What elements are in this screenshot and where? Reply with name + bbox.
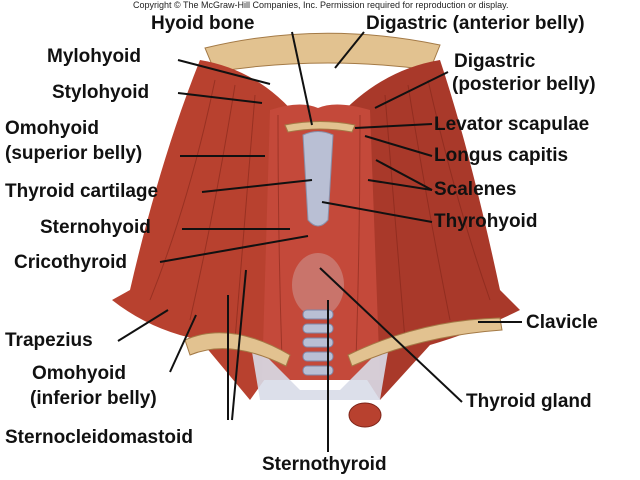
label-omohyoid-inferior-line1: Omohyoid — [32, 363, 126, 384]
striation-4 — [277, 114, 283, 361]
leader-mylohyoid — [177, 59, 271, 85]
leader-stylohyoid — [177, 92, 263, 104]
label-trapezius: Trapezius — [5, 330, 93, 351]
leader-scalenes-1 — [375, 159, 433, 191]
central-strap-muscles — [262, 104, 380, 380]
leader-omohyoid-inferior — [169, 314, 197, 373]
label-mylohyoid: Mylohyoid — [47, 46, 141, 67]
label-omohyoid-superior-line2: (superior belly) — [5, 143, 143, 164]
trachea-ring-4 — [302, 351, 334, 362]
leader-cricothyroid — [159, 235, 309, 263]
label-scalenes: Scalenes — [434, 179, 517, 200]
label-levator-scapulae: Levator scapulae — [434, 114, 590, 135]
leader-lines — [117, 31, 522, 452]
trachea-ring-3 — [302, 337, 334, 348]
leader-scalenes-2 — [367, 179, 433, 191]
leader-hyoid-bone — [291, 31, 313, 126]
label-digastric-posterior-line2: (posterior belly) — [452, 74, 596, 95]
muscle-striations — [149, 79, 491, 361]
label-sternocleidomastoid: Sternocleidomastoid — [5, 427, 193, 448]
label-digastric-posterior-line1: Digastric — [454, 51, 536, 72]
leader-thyroid-cartilage — [201, 179, 313, 193]
leader-digastric-anterior — [334, 31, 365, 69]
trachea-ring-2 — [302, 323, 334, 334]
right-clavicle-shape — [347, 317, 503, 367]
thyroid-gland-shape — [292, 253, 344, 317]
trachea-ring-1 — [302, 309, 334, 320]
label-omohyoid-superior-line1: Omohyoid — [5, 118, 99, 139]
leader-levator-scapulae — [354, 123, 433, 129]
label-cricothyroid: Cricothyroid — [14, 252, 127, 273]
copyright-notice: Copyright © The McGraw-Hill Companies, I… — [133, 0, 509, 10]
leader-thyrohyoid — [321, 201, 433, 223]
leader-longus-capitis — [364, 135, 433, 157]
trachea-ring-5 — [302, 365, 334, 376]
mandible-shape — [204, 32, 441, 73]
clavicle-cut-end — [348, 402, 382, 428]
hyoid-bone-shape — [284, 121, 356, 133]
label-sternothyroid: Sternothyroid — [262, 454, 387, 475]
leader-trapezius — [117, 309, 169, 342]
striation-1 — [149, 79, 216, 301]
label-thyroid-gland: Thyroid gland — [466, 391, 592, 412]
striation-5 — [355, 114, 361, 361]
label-sternohyoid: Sternohyoid — [40, 217, 151, 238]
striation-8 — [427, 79, 491, 301]
label-longus-capitis: Longus capitis — [434, 145, 569, 166]
label-hyoid-bone: Hyoid bone — [151, 13, 255, 34]
striation-2 — [189, 84, 236, 321]
thyroid-cartilage-shape — [302, 131, 334, 227]
striation-7 — [407, 84, 451, 321]
trachea — [302, 309, 334, 376]
left-clavicle-shape — [184, 332, 291, 367]
leader-thyroid-gland — [319, 267, 463, 403]
leader-sternocleidomastoid-2 — [231, 269, 247, 421]
leader-digastric-posterior — [374, 71, 449, 109]
sternal-tendons — [250, 340, 390, 400]
label-thyrohyoid: Thyrohyoid — [434, 211, 538, 232]
label-omohyoid-inferior-line2: (inferior belly) — [30, 388, 157, 409]
label-stylohyoid: Stylohyoid — [52, 82, 150, 103]
label-digastric-anterior: Digastric (anterior belly) — [366, 13, 585, 34]
striation-3 — [234, 94, 256, 341]
right-neck-muscle-mass — [335, 60, 520, 400]
label-thyroid-cartilage: Thyroid cartilage — [5, 181, 159, 202]
label-clavicle: Clavicle — [526, 312, 598, 333]
